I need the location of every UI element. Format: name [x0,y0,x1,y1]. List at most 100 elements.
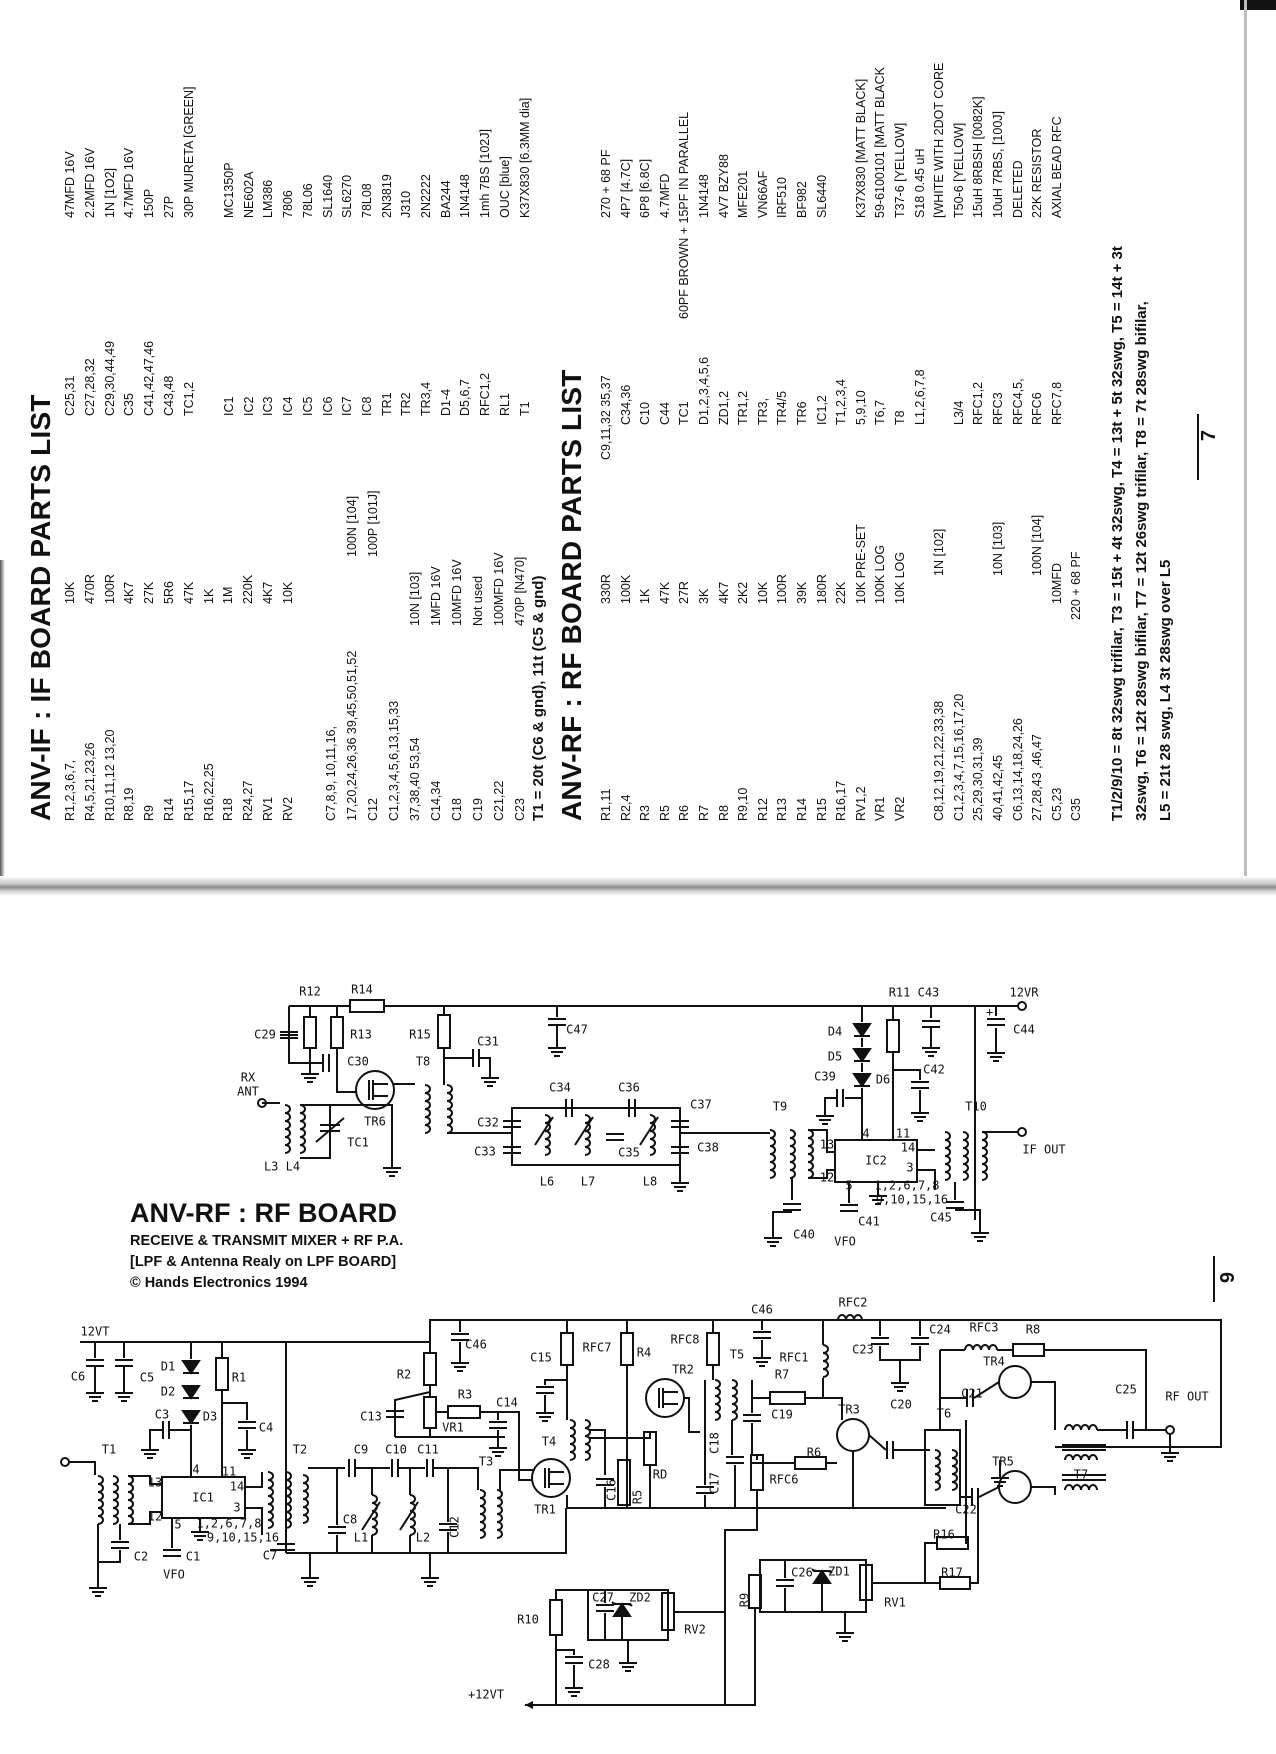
component-label: R16 [933,1528,955,1542]
ic1-body [161,1476,246,1519]
transistor-symbol [658,1388,678,1408]
resistor-symbol [750,1454,764,1491]
component-label: 4 [192,1463,199,1477]
capacitor-symbol [743,1414,761,1422]
wire [300,1104,393,1160]
capacitor-symbol [348,1459,356,1477]
component-label: R5 [631,1490,645,1504]
component-label: 13 [148,1476,162,1490]
capacitor-symbol [565,1656,583,1664]
component-label: 3 [906,1161,913,1175]
component-label: L3 L4 [264,1160,300,1174]
coil-symbol [302,1474,309,1524]
resistor-symbol [617,1459,631,1506]
component-label: 9,10,15,16 [207,1531,279,1545]
coil-symbol [285,1471,292,1529]
wire [556,1649,575,1655]
terminal [257,1098,267,1108]
capacitor-symbol [911,1337,929,1345]
resistor-symbol [560,1332,574,1366]
resistor-symbol [330,1016,344,1049]
component-label: C16 [605,1479,619,1501]
component-label: C35 [618,1146,640,1160]
capacitor-symbol [871,1337,889,1345]
coil-symbol [962,1131,969,1181]
component-label: VR1 [442,1421,464,1435]
wire [684,1397,700,1433]
component-label: C3 [155,1408,169,1422]
capacitor-symbol [238,1421,256,1429]
component-label: R9 [738,1593,752,1607]
transistor-symbol [998,1470,1032,1504]
component-label: 5 [845,1179,852,1193]
terminal [1017,1001,1027,1011]
component-label: C46 [751,1303,773,1317]
component-label: C12 [448,1516,462,1538]
terminal [1017,1127,1027,1137]
capacitor-symbol [277,1543,295,1551]
capacitor-symbol [1126,1421,1134,1439]
component-label: C24 [929,1323,951,1337]
wire [480,1411,533,1481]
wire [965,1420,968,1544]
component-label: L7 [581,1175,595,1189]
wire [808,1129,835,1153]
capacitor-symbol [451,1333,469,1341]
component-label: TR4 [983,1355,1005,1369]
ground-symbol [489,1440,507,1457]
component-label: VFO [834,1235,856,1249]
capacitor-symbol [886,1441,894,1459]
ground-symbol [991,1470,1009,1487]
ground-symbol [301,1570,319,1587]
capacitor-symbol [836,1089,844,1107]
capacitor-symbol [696,1486,714,1494]
tuning-arrow [574,1116,594,1146]
wire [924,1429,961,1506]
component-label: C18 [708,1432,722,1454]
resistor-symbol [1012,1343,1045,1357]
component-label: 11 [896,1127,910,1141]
component-label: D1 [161,1360,175,1374]
component-label: R1 [232,1371,246,1385]
ground-symbol [115,1385,133,1402]
component-label: TR6 [364,1115,386,1129]
wire [955,1209,981,1225]
component-label: R14 [351,983,373,997]
component-label: 13 [820,1138,834,1152]
resistor-symbol [447,1405,481,1419]
wire [879,1346,921,1361]
component-label: R13 [350,1028,372,1042]
coil-symbol [822,1344,829,1378]
component-label: C23 [852,1343,874,1357]
component-label: C10 [385,1443,407,1457]
wire [1031,1381,1056,1430]
component-label: IC1 [192,1491,214,1505]
component-label: C4 [259,1421,273,1435]
wire [394,1391,431,1437]
component-label: T1 [102,1443,116,1457]
ground-symbol [671,1175,689,1192]
wire [772,1211,792,1230]
resistor-symbol [423,1396,437,1429]
wire [98,1550,121,1563]
tuning-arrow [639,1116,659,1146]
transistor-symbol [645,1378,685,1418]
resistor-symbol [859,1564,873,1601]
component-label: C14 [496,1396,518,1410]
polarity-mark: + [986,1005,993,1019]
resistor-symbol [423,1352,437,1386]
component-label: 3 [233,1501,240,1515]
wire [128,1511,162,1525]
wire [724,1490,758,1705]
schematic-subtitle-1: RECEIVE & TRANSMIT MIXER + RF P.A. [130,1233,404,1249]
component-label: L2 [416,1531,430,1545]
component-label: C2 [134,1550,148,1564]
component-label: ZD1 [828,1565,850,1579]
component-label: C26 [791,1566,813,1580]
component-label: RFC8 [671,1333,700,1347]
component-label: C25 [1115,1383,1137,1397]
component-label: R7 [775,1368,789,1382]
component-label: R10 [517,1613,539,1627]
component-label: C6 [71,1370,85,1384]
ground-symbol [548,1040,566,1057]
